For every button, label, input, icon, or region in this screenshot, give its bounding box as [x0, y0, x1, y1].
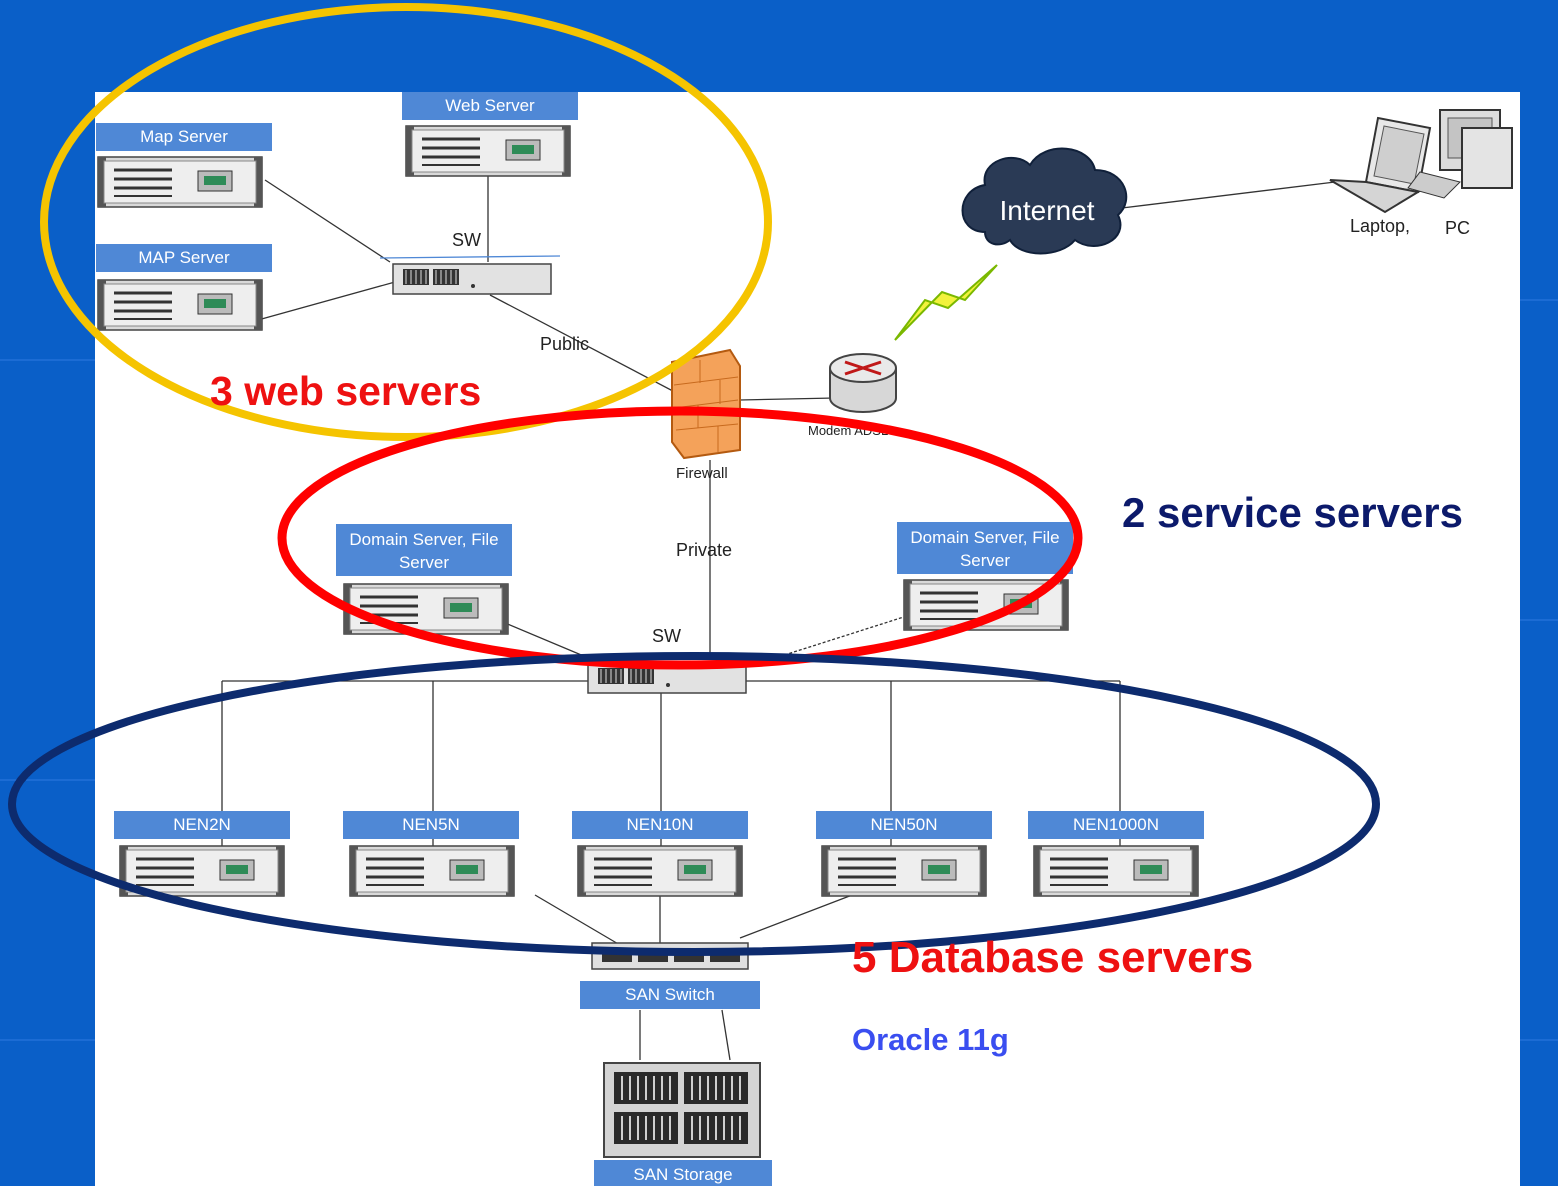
label-box: [343, 811, 519, 839]
label-box: [897, 522, 1073, 574]
pc-icon: [1407, 109, 1513, 199]
domain-left-label-2: Server: [399, 553, 449, 572]
domain-right-label-1: Domain Server, File: [910, 528, 1059, 547]
private-label: Private: [676, 540, 732, 560]
map-server-2-label: MAP Server: [138, 248, 230, 267]
service-tier-ellipse: [277, 406, 1083, 670]
server-icon: [96, 278, 264, 332]
web-server-label: Web Server: [445, 96, 535, 115]
label-box: [96, 123, 272, 151]
db-server-nen50n: NEN50N: [816, 811, 992, 898]
db-label: NEN5N: [402, 815, 460, 834]
internet-label: Internet: [1000, 195, 1095, 226]
label-box: [96, 244, 272, 272]
san-storage-icon: [603, 1062, 761, 1158]
db-server-nen5n: NEN5N: [343, 811, 519, 898]
map-server-1-label: Map Server: [140, 127, 228, 146]
server-icon: [348, 844, 516, 898]
san-switch-label: SAN Switch: [625, 985, 715, 1004]
web-tier-annotation: 3 web servers: [210, 368, 481, 414]
db-server-nen2n: NEN2N: [114, 811, 290, 898]
oracle-annotation: Oracle 11g: [852, 1022, 1009, 1057]
san-switch-icon: [591, 942, 749, 970]
laptop-icon: [1329, 116, 1432, 214]
laptop-label: Laptop,: [1350, 216, 1410, 236]
label-box: [114, 811, 290, 839]
db-label: NEN10N: [626, 815, 693, 834]
map-server-1: Map Server: [96, 123, 272, 209]
sw-mid-label: SW: [652, 626, 681, 646]
web-tier-ellipse: [40, 3, 772, 441]
internet-cloud-icon: Internet: [961, 147, 1128, 255]
label-box: [816, 811, 992, 839]
firewall-label: Firewall: [676, 465, 728, 482]
sw-top-label: SW: [452, 230, 481, 250]
modem-icon: [829, 353, 897, 413]
server-icon: [342, 582, 510, 636]
domain-server-left: Domain Server, File Server: [336, 524, 512, 636]
domain-right-label-2: Server: [960, 551, 1010, 570]
db-server-nen1000n: NEN1000N: [1028, 811, 1204, 898]
server-icon: [96, 155, 264, 209]
database-tier-ellipse: [8, 652, 1380, 956]
connection-lines: [221, 170, 1336, 1061]
server-icon: [404, 124, 572, 178]
label-box: [580, 981, 760, 1009]
diagram-panel: [95, 92, 1520, 1186]
pc-label: PC: [1445, 218, 1470, 238]
server-icon: [1032, 844, 1200, 898]
map-server-2: MAP Server: [96, 244, 272, 332]
db-label: NEN2N: [173, 815, 231, 834]
label-box: [402, 92, 578, 120]
label-box: [336, 524, 512, 576]
db-label: NEN50N: [870, 815, 937, 834]
domain-left-label-1: Domain Server, File: [349, 530, 498, 549]
server-icon: [820, 844, 988, 898]
service-tier-annotation: 2 service servers: [1122, 489, 1463, 536]
label-box: [594, 1160, 772, 1186]
domain-server-right: Domain Server, File Server: [897, 522, 1073, 632]
san-storage-label: SAN Storage: [633, 1165, 732, 1184]
wireless-link-icon: [894, 264, 998, 341]
server-icon: [576, 844, 744, 898]
public-label: Public: [540, 334, 589, 354]
db-label: NEN1000N: [1073, 815, 1159, 834]
firewall-icon: [671, 348, 741, 460]
web-server: Web Server: [402, 92, 578, 178]
label-box: [1028, 811, 1204, 839]
switch-icon: [392, 263, 552, 295]
db-server-nen10n: NEN10N: [572, 811, 748, 898]
label-box: [572, 811, 748, 839]
database-tier-annotation: 5 Database servers: [852, 933, 1253, 982]
